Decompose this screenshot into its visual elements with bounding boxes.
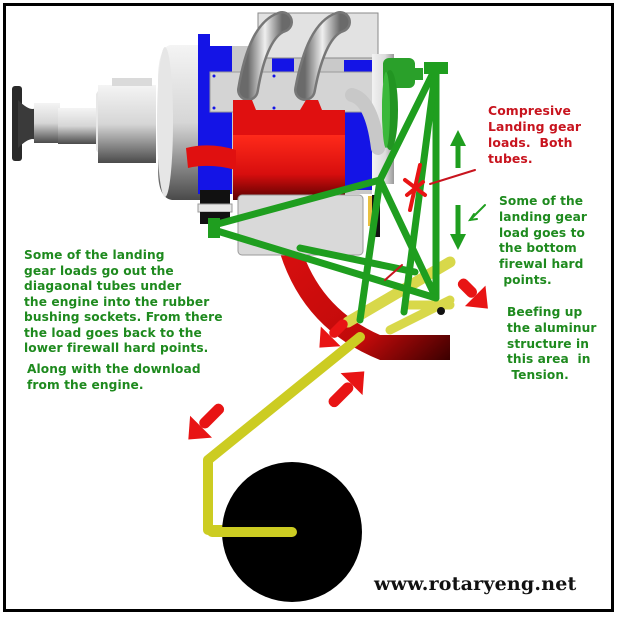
pointer-lines <box>384 169 486 281</box>
load-arrows <box>188 278 488 440</box>
firewall-hard-point <box>437 307 445 315</box>
arrow-up-right-gear <box>328 371 365 408</box>
green-direction-arrows <box>450 130 466 250</box>
compression-marker <box>403 163 427 212</box>
reduction-housing <box>157 45 205 200</box>
intake-pipes <box>237 11 385 155</box>
arrow-up-left-small <box>319 319 348 348</box>
diagonal-tubes-note: Some of the landing gear loads go out th… <box>24 248 223 355</box>
compressive-loads-note: Compresive Landing gear loads. Both tube… <box>488 103 582 166</box>
upper-mount-pad <box>424 62 448 74</box>
beefing-structure-note: Beefing up the aluminur structure in thi… <box>507 305 597 383</box>
engine-download-note: Along with the download from the engine. <box>27 362 201 392</box>
arrow-up-left-large <box>188 403 225 440</box>
pulleys <box>382 58 423 150</box>
exhaust-manifold <box>186 100 450 360</box>
arrow-down-right-firewall <box>457 278 488 309</box>
bottom-firewall-note: Some of the landing gear load goes to th… <box>499 194 588 287</box>
prop-flange <box>12 78 156 163</box>
lower-mount-socket <box>208 218 220 238</box>
website-watermark: www.rotaryeng.net <box>374 573 577 595</box>
